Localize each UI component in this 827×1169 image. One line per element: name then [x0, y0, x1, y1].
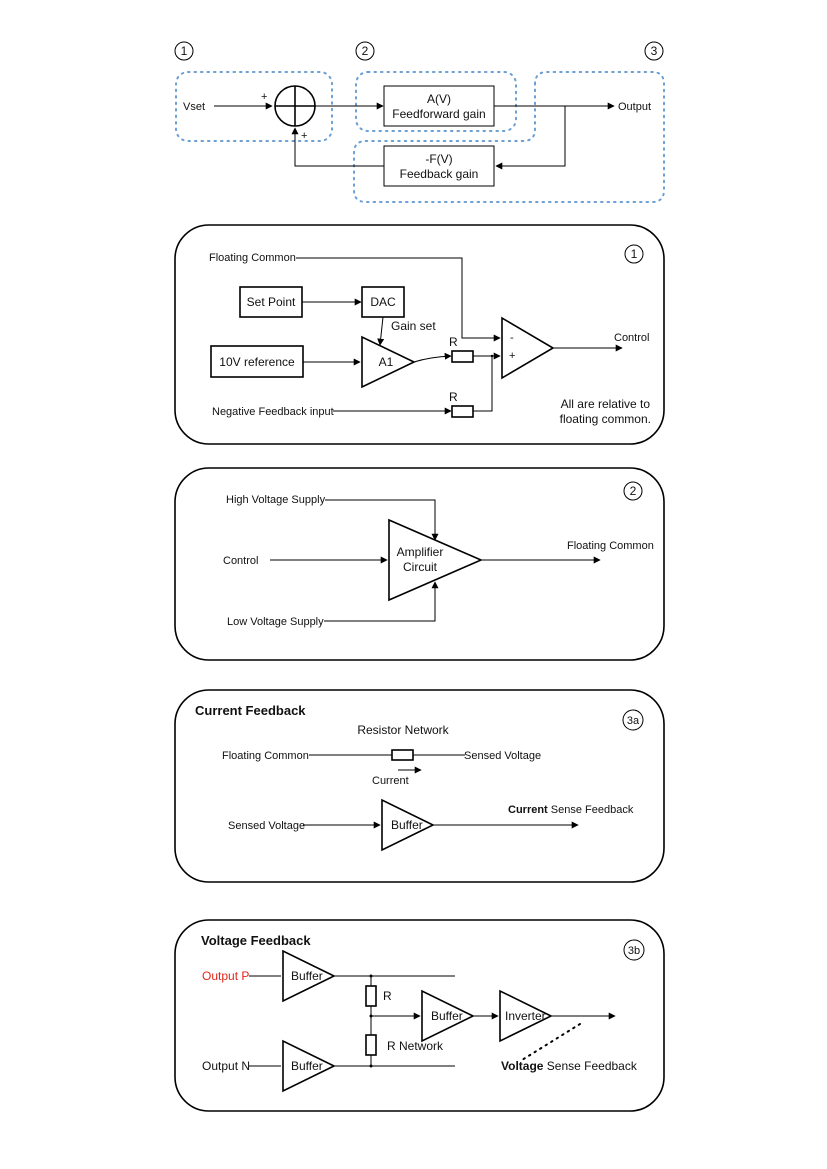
control-label: Control	[614, 332, 649, 344]
panel-1-marker: 1	[631, 247, 638, 261]
marker-1-circle	[174, 41, 194, 61]
amplifier-label-1: Amplifier	[397, 545, 444, 559]
r-bottom-label: R	[449, 390, 458, 404]
floating-common-out-label: Floating Common	[567, 540, 654, 552]
floating-common-label: Floating Common	[209, 252, 296, 264]
panel-3b: Voltage Feedback 3b Output P Buffer R R …	[174, 919, 665, 1112]
gain-set-label: Gain set	[391, 319, 436, 333]
control-in-label: Control	[223, 555, 258, 567]
buffer-bottom-label: Buffer	[291, 1059, 323, 1073]
floating-common-in-label: Floating Common	[222, 750, 309, 762]
panel-2-marker-circle	[623, 481, 643, 501]
output-label: Output	[618, 101, 651, 113]
panel-2-marker: 2	[630, 484, 637, 498]
plus-bottom: +	[301, 130, 307, 142]
region-1-outline	[175, 71, 333, 142]
r-top-label: R	[449, 335, 458, 349]
feedback-gain-bottom: Feedback gain	[400, 167, 479, 181]
feedforward-gain-top: A(V)	[427, 92, 451, 106]
inverter	[499, 989, 553, 1043]
marker-1: 1	[181, 44, 188, 58]
panel-1-marker-circle	[624, 244, 644, 264]
lv-supply-label: Low Voltage Supply	[227, 616, 324, 628]
amplifier-label-2: Circuit	[403, 560, 438, 574]
amplifier-circuit	[388, 518, 484, 602]
buffer-top-label: Buffer	[291, 969, 323, 983]
a1-output-wire	[413, 352, 452, 363]
note-line-2: floating common.	[560, 412, 651, 426]
dac-label: DAC	[370, 295, 396, 309]
output-p-label: Output P	[202, 969, 249, 983]
current-feedback-bold: Current	[508, 804, 548, 816]
comparator-minus: -	[510, 332, 514, 344]
comparator-amplifier	[501, 316, 555, 380]
feedback-return-wire	[291, 127, 384, 167]
buffer-mid-label: Buffer	[431, 1009, 463, 1023]
gain-set-wire	[377, 316, 385, 346]
current-buffer	[381, 798, 435, 852]
ref-label: 10V reference	[219, 355, 295, 369]
panel-3b-marker: 3b	[628, 945, 640, 957]
current-feedback-rest: Sense Feedback	[548, 804, 634, 816]
hv-supply-wire	[325, 499, 439, 541]
current-label: Current	[372, 775, 409, 787]
a1-label: A1	[379, 355, 394, 369]
inverter-label: Inverter	[505, 1009, 546, 1023]
r-upper-resistor	[365, 985, 377, 1007]
lv-supply-wire	[324, 581, 439, 622]
resistor-network-label: Resistor Network	[357, 723, 449, 737]
r-upper-label: R	[383, 989, 392, 1003]
r-network-label: R Network	[387, 1039, 444, 1053]
resistor-network	[391, 749, 414, 761]
floating-common-wire	[296, 257, 501, 342]
voltage-feedback-bold: Voltage	[501, 1059, 544, 1073]
a1-amplifier	[361, 335, 416, 389]
feedforward-gain-bottom: Feedforward gain	[392, 107, 485, 121]
panel-3a: Current Feedback 3a Resistor Network Flo…	[174, 689, 665, 883]
bottom-node-dot	[369, 1064, 373, 1068]
marker-2-circle	[355, 41, 375, 61]
plus-top: +	[261, 91, 267, 103]
sensed-voltage-out-label: Sensed Voltage	[464, 750, 541, 762]
current-buffer-label: Buffer	[391, 818, 423, 832]
feedback-tap-wire	[495, 106, 566, 170]
buffer-bottom	[282, 1039, 336, 1093]
vset-label: Vset	[183, 101, 205, 113]
buffer-top	[282, 949, 336, 1003]
region-3-outline	[353, 71, 665, 203]
overview-diagram: 1 2 3 Vset + + A(V) Feedforward gain Out…	[174, 41, 665, 203]
voltage-feedback-label: Voltage Sense Feedback	[501, 1059, 638, 1073]
hv-supply-label: High Voltage Supply	[226, 494, 326, 506]
comparator-plus: +	[509, 350, 515, 362]
current-feedback-label: Current Sense Feedback	[508, 804, 634, 816]
r-top-resistor	[451, 350, 474, 363]
neg-feedback-label: Negative Feedback input	[212, 406, 334, 418]
panel-3a-marker-circle	[622, 709, 644, 731]
voltage-feedback-rest: Sense Feedback	[543, 1059, 637, 1073]
r-bottom-return-wire	[473, 356, 493, 412]
panel-3a-marker: 3a	[627, 715, 640, 727]
buffer-mid	[421, 989, 475, 1043]
marker-3: 3	[651, 44, 658, 58]
sensed-voltage-in-label: Sensed Voltage	[228, 820, 305, 832]
r-lower-resistor	[365, 1034, 377, 1056]
r-bottom-resistor	[451, 405, 474, 418]
panel-2: 2 High Voltage Supply Control Amplifier …	[174, 467, 665, 661]
panel-3b-title: Voltage Feedback	[201, 933, 311, 948]
panel-1: 1 Floating Common Set Point DAC Gain set…	[174, 224, 665, 445]
panel-3b-marker-circle	[623, 939, 645, 961]
feedback-gain-top: -F(V)	[425, 152, 452, 166]
set-point-label: Set Point	[247, 295, 296, 309]
note-line-1: All are relative to	[561, 397, 651, 411]
pointer-dotted-line	[521, 1023, 581, 1061]
panel-3a-frame	[174, 689, 665, 883]
panel-1-frame	[174, 224, 665, 445]
marker-3-circle	[644, 41, 664, 61]
output-n-label: Output N	[202, 1059, 250, 1073]
marker-2: 2	[362, 44, 369, 58]
panel-3a-title: Current Feedback	[195, 703, 306, 718]
